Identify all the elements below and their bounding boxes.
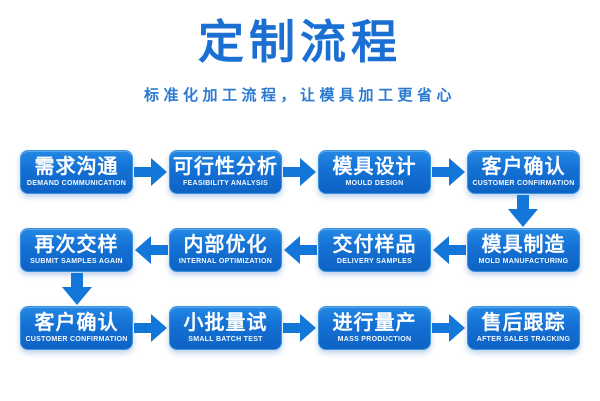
flow-row-2: 再次交样 SUBMIT SAMPLES AGAIN 内部优化 INTERNAL … bbox=[20, 228, 580, 272]
step-subtitle-en: SMALL BATCH TEST bbox=[188, 336, 263, 343]
step-subtitle-en: INTERNAL OPTIMIZATION bbox=[178, 258, 273, 265]
arrow-right-icon bbox=[432, 158, 465, 186]
step-title-zh: 小批量试 bbox=[183, 312, 268, 334]
step-mould-design: 模具设计 MOULD DESIGN bbox=[318, 150, 431, 194]
step-subtitle-en: MOULD DESIGN bbox=[345, 180, 404, 187]
arrow-down-icon bbox=[62, 273, 92, 305]
step-title-zh: 模具设计 bbox=[332, 156, 417, 178]
step-title-zh: 内部优化 bbox=[183, 234, 268, 256]
step-title-zh: 客户确认 bbox=[34, 312, 119, 334]
step-internal-optimization: 内部优化 INTERNAL OPTIMIZATION bbox=[169, 228, 282, 272]
process-flow: 需求沟通 DEMAND COMMUNICATION 可行性分析 FEASIBIL… bbox=[20, 150, 580, 350]
connector-row-1 bbox=[20, 194, 580, 228]
arrow-right-icon bbox=[283, 158, 316, 186]
step-title-zh: 售后跟踪 bbox=[481, 312, 566, 334]
step-title-zh: 进行量产 bbox=[332, 312, 417, 334]
step-subtitle-en: MASS PRODUCTION bbox=[337, 336, 412, 343]
step-subtitle-en: DELIVERY SAMPLES bbox=[336, 258, 413, 265]
step-mass-production: 进行量产 MASS PRODUCTION bbox=[318, 306, 431, 350]
step-title-zh: 模具制造 bbox=[481, 234, 566, 256]
arrow-right-icon bbox=[134, 158, 167, 186]
step-title-zh: 交付样品 bbox=[332, 234, 417, 256]
flow-row-1: 需求沟通 DEMAND COMMUNICATION 可行性分析 FEASIBIL… bbox=[20, 150, 580, 194]
step-submit-samples-again: 再次交样 SUBMIT SAMPLES AGAIN bbox=[20, 228, 133, 272]
step-subtitle-en: AFTER SALES TRACKING bbox=[476, 336, 571, 343]
step-mold-manufacturing: 模具制造 MOLD MANUFACTURING bbox=[467, 228, 580, 272]
step-title-zh: 再次交样 bbox=[34, 234, 119, 256]
arrow-right-icon bbox=[283, 314, 316, 342]
arrow-left-icon bbox=[135, 236, 168, 264]
step-title-zh: 客户确认 bbox=[481, 156, 566, 178]
arrow-left-icon bbox=[284, 236, 317, 264]
step-title-zh: 可行性分析 bbox=[173, 156, 278, 178]
step-subtitle-en: CUSTOMER CONFIRMATION bbox=[25, 336, 128, 343]
page-title: 定制流程 bbox=[198, 16, 402, 68]
step-after-sales-tracking: 售后跟踪 AFTER SALES TRACKING bbox=[467, 306, 580, 350]
flow-row-3: 客户确认 CUSTOMER CONFIRMATION 小批量试 SMALL BA… bbox=[20, 306, 580, 350]
arrow-right-icon bbox=[134, 314, 167, 342]
step-subtitle-en: CUSTOMER CONFIRMATION bbox=[472, 180, 575, 187]
step-title-zh: 需求沟通 bbox=[34, 156, 119, 178]
step-subtitle-en: SUBMIT SAMPLES AGAIN bbox=[30, 258, 123, 265]
step-customer-confirmation-2: 客户确认 CUSTOMER CONFIRMATION bbox=[20, 306, 133, 350]
arrow-right-icon bbox=[432, 314, 465, 342]
arrow-down-icon bbox=[508, 195, 538, 227]
step-subtitle-en: DEMAND COMMUNICATION bbox=[26, 180, 127, 187]
page-subtitle: 标准化加工流程，让模具加工更省心 bbox=[143, 87, 456, 104]
arrow-left-icon bbox=[433, 236, 466, 264]
step-demand-communication: 需求沟通 DEMAND COMMUNICATION bbox=[20, 150, 133, 194]
connector-row-2 bbox=[20, 272, 580, 306]
step-feasibility-analysis: 可行性分析 FEASIBILITY ANALYSIS bbox=[169, 150, 282, 194]
step-delivery-samples: 交付样品 DELIVERY SAMPLES bbox=[318, 228, 431, 272]
step-small-batch-test: 小批量试 SMALL BATCH TEST bbox=[169, 306, 282, 350]
step-subtitle-en: MOLD MANUFACTURING bbox=[478, 258, 569, 265]
step-subtitle-en: FEASIBILITY ANALYSIS bbox=[182, 180, 269, 187]
step-customer-confirmation-1: 客户确认 CUSTOMER CONFIRMATION bbox=[467, 150, 580, 194]
